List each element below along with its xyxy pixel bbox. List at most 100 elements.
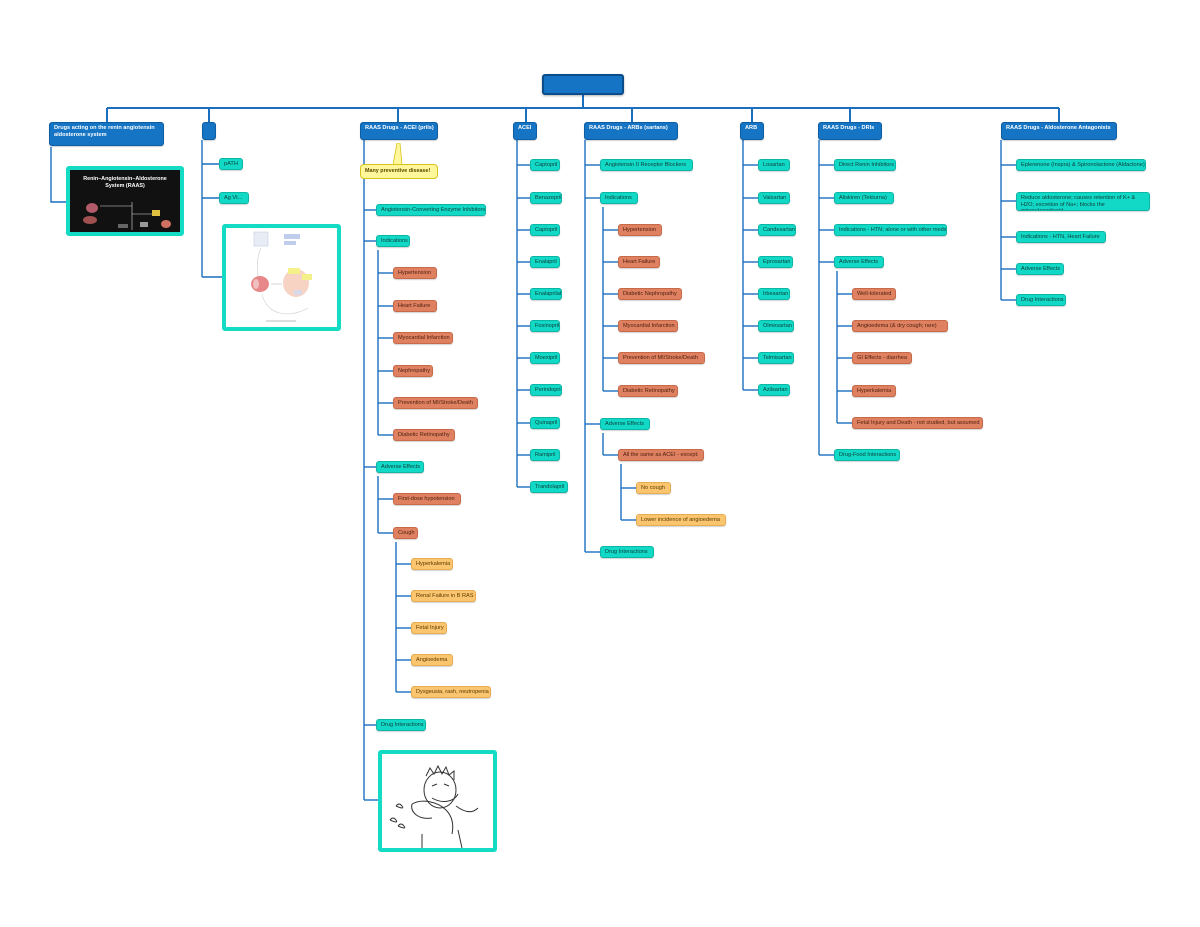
col2-item-1[interactable]: pATH: [219, 158, 243, 170]
col5-title-node[interactable]: RAAS Drugs - ARBs (sartans): [584, 122, 678, 140]
col3-adv-1[interactable]: First-dose hypotension: [393, 493, 461, 505]
col4-item-10-label: Ramipril: [535, 452, 556, 458]
col5-except-2-label: Lower incidence of angioedema: [641, 517, 720, 523]
col5-adverse-sub[interactable]: All the same as ACEI - except:: [618, 449, 704, 461]
col5-ind-4[interactable]: Myocardial Infarction: [618, 320, 678, 332]
col3-title-node[interactable]: RAAS Drugs - ACEI (prils): [360, 122, 438, 140]
col4-item-2[interactable]: Benazepril: [530, 192, 562, 204]
col3-cough-4[interactable]: Angioedema: [411, 654, 453, 666]
col2-item-1-label: pATH: [224, 161, 238, 167]
col5-adverse[interactable]: Adverse Effects: [600, 418, 650, 430]
col4-item-7[interactable]: Moexipril: [530, 352, 560, 364]
col8-item-5-label: Drug Interactions: [1021, 297, 1064, 303]
col8-title-node[interactable]: RAAS Drugs - Aldosterone Antagonists: [1001, 122, 1117, 140]
col8-item-5[interactable]: Drug Interactions: [1016, 294, 1066, 306]
col3-ind-3[interactable]: Myocardial Infarction: [393, 332, 453, 344]
col4-item-11-label: Trandolapril: [535, 484, 565, 490]
col4-item-11[interactable]: Trandolapril: [530, 481, 568, 493]
col1-title-node[interactable]: Drugs acting on the renin angiotensin al…: [49, 122, 164, 146]
col6-item-3[interactable]: Candesartan: [758, 224, 796, 236]
col4-item-5[interactable]: Enalaprilat: [530, 288, 562, 300]
col4-item-5-label: Enalaprilat: [535, 291, 562, 297]
col2-item-2[interactable]: Ag Vt...: [219, 192, 249, 204]
col3-adverse[interactable]: Adverse Effects: [376, 461, 424, 473]
col6-item-1[interactable]: Losartan: [758, 159, 790, 171]
pathway-sketch-image: [222, 224, 341, 331]
col3-ind-5[interactable]: Prevention of MI/Stroke/Death: [393, 397, 478, 409]
col7-drug[interactable]: Aliskiren (Tekturna): [834, 192, 894, 204]
col6-item-7[interactable]: Telmisartan: [758, 352, 794, 364]
col4-title-node[interactable]: ACEI: [513, 122, 537, 140]
col3-indications[interactable]: Indications: [376, 235, 410, 247]
root-node[interactable]: [542, 74, 624, 95]
col5-ind-3[interactable]: Diabetic Nephropathy: [618, 288, 682, 300]
col6-item-5[interactable]: Irbesartan: [758, 288, 790, 300]
col5-mechanism-label: Angiotensin II Receptor Blockers: [605, 162, 687, 168]
col3-interactions[interactable]: Drug Interactions: [376, 719, 426, 731]
col7-interactions-label: Drug-Food Interactions: [839, 452, 897, 458]
col5-title: RAAS Drugs - ARBs (sartans): [589, 125, 668, 131]
col3-cough-3[interactable]: Fetal Injury: [411, 622, 447, 634]
col5-interactions[interactable]: Drug Interactions: [600, 546, 654, 558]
col7-indications[interactable]: Indications - HTN; alone or with other m…: [834, 224, 947, 236]
col6-item-8[interactable]: Azilsartan: [758, 384, 790, 396]
col7-adverse[interactable]: Adverse Effects: [834, 256, 884, 268]
col3-ind-2[interactable]: Heart Failure: [393, 300, 437, 312]
col3-ind-6[interactable]: Diabetic Retinopathy: [393, 429, 455, 441]
col7-interactions[interactable]: Drug-Food Interactions: [834, 449, 900, 461]
col3-cough-2[interactable]: Renal Failure in B RAS: [411, 590, 476, 602]
col5-ind-6[interactable]: Diabetic Retinopathy: [618, 385, 678, 397]
col3-ind-1[interactable]: Hypertension: [393, 267, 437, 279]
col3-ind-3-label: Myocardial Infarction: [398, 335, 450, 341]
col3-ind-1-label: Hypertension: [398, 270, 431, 276]
col7-adv-1[interactable]: Well-tolerated: [852, 288, 896, 300]
col2-title-node[interactable]: [202, 122, 216, 140]
col7-adv-3-label: GI Effects - diarrhea: [857, 355, 907, 361]
col5-ind-5[interactable]: Prevention of MI/Stroke/Death: [618, 352, 705, 364]
col5-ind-4-label: Myocardial Infarction: [623, 323, 675, 329]
col4-item-10[interactable]: Ramipril: [530, 449, 560, 461]
col4-item-4[interactable]: Enalapril: [530, 256, 560, 268]
col5-except-2[interactable]: Lower incidence of angioedema: [636, 514, 726, 526]
col5-interactions-label: Drug Interactions: [605, 549, 648, 555]
col3-adv-2[interactable]: Cough: [393, 527, 418, 539]
col3-cough-2-label: Renal Failure in B RAS: [416, 593, 474, 599]
col3-interactions-label: Drug Interactions: [381, 722, 424, 728]
col4-item-1[interactable]: Captopril: [530, 159, 560, 171]
col5-mechanism[interactable]: Angiotensin II Receptor Blockers: [600, 159, 693, 171]
col8-item-4[interactable]: Adverse Effects: [1016, 263, 1064, 275]
col4-item-7-label: Moexipril: [535, 355, 558, 361]
col7-mechanism[interactable]: Direct Renin Inhibitors: [834, 159, 896, 171]
pathway-sketch-drawing: [251, 231, 312, 322]
col8-item-2[interactable]: Reduce aldosterone; causes retention of …: [1016, 192, 1150, 211]
col4-item-3[interactable]: Captopril: [530, 224, 560, 236]
col3-cough-5[interactable]: Dysgeusia, rash, neutropenia: [411, 686, 491, 698]
col7-adv-3[interactable]: GI Effects - diarrhea: [852, 352, 912, 364]
col3-cough-1[interactable]: Hyperkalemia: [411, 558, 453, 570]
col7-title-node[interactable]: RAAS Drugs - DRIs: [818, 122, 882, 140]
raas-diagram-image: Renin–Angiotensin–Aldosterone System (RA…: [66, 166, 184, 236]
col5-ind-1[interactable]: Hypertension: [618, 224, 662, 236]
col5-ind-2[interactable]: Heart Failure: [618, 256, 660, 268]
col4-item-9[interactable]: Quinapril: [530, 417, 560, 429]
col8-item-4-label: Adverse Effects: [1021, 266, 1061, 272]
callout-tail: [393, 143, 403, 165]
col6-item-2[interactable]: Valsartan: [758, 192, 790, 204]
col8-item-3[interactable]: Indications - HTN, Heart Failure: [1016, 231, 1106, 243]
col6-title-node[interactable]: ARB: [740, 122, 764, 140]
col6-item-6[interactable]: Olmesartan: [758, 320, 794, 332]
col8-item-1[interactable]: Eplerenone (Inspra) & Spironolactone (Al…: [1016, 159, 1146, 171]
col3-mechanism[interactable]: Angiotensin-Converting Enzyme Inhibitors: [376, 204, 486, 216]
col4-item-8[interactable]: Perindopril: [530, 384, 562, 396]
col3-ind-4-label: Nephropathy: [398, 368, 431, 374]
coughing-person-image: [378, 750, 497, 852]
col5-except-1[interactable]: No cough: [636, 482, 671, 494]
col3-ind-4[interactable]: Nephropathy: [393, 365, 433, 377]
col6-item-8-label: Azilsartan: [763, 387, 788, 393]
col5-indications[interactable]: Indications: [600, 192, 638, 204]
col7-adv-4[interactable]: Hyperkalemia: [852, 385, 896, 397]
col7-adv-2[interactable]: Angioedema (& dry cough; rare): [852, 320, 948, 332]
col4-item-6[interactable]: Fosinopril: [530, 320, 560, 332]
col6-item-4[interactable]: Eprosartan: [758, 256, 793, 268]
col7-adv-5[interactable]: Fetal Injury and Death - not studied, bu…: [852, 417, 983, 429]
